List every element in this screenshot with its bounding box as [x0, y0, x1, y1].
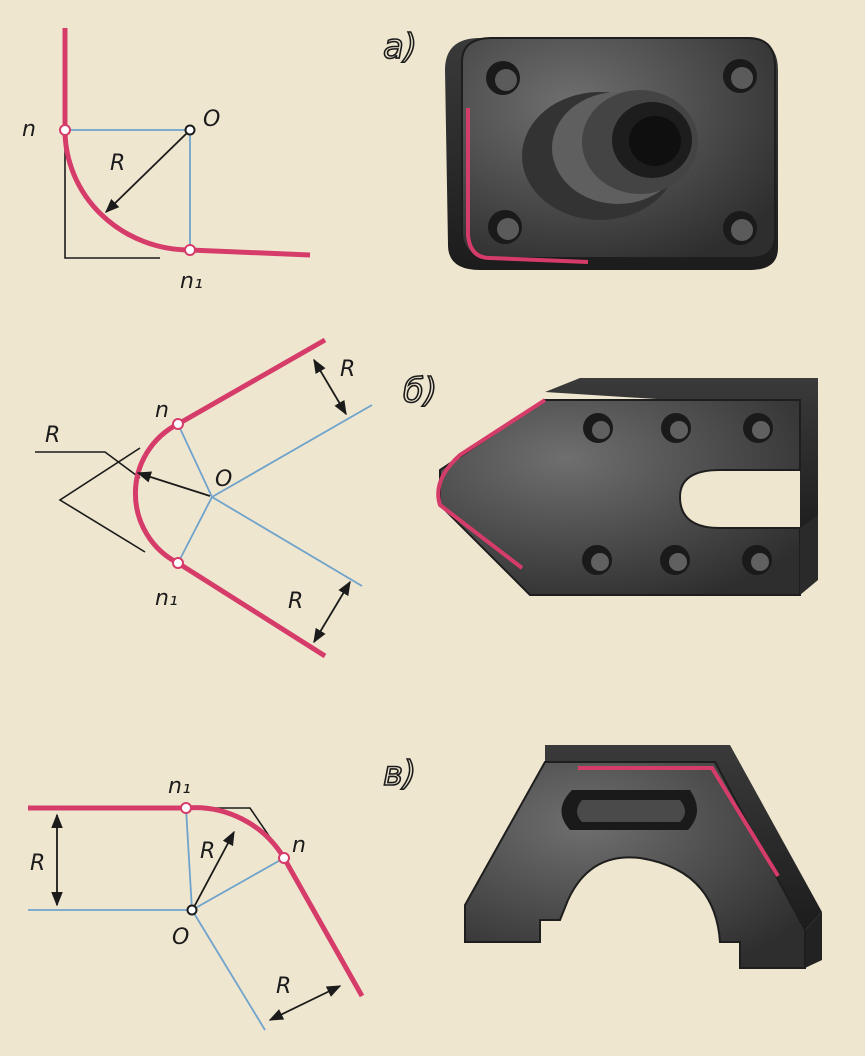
point-n-c: [278, 852, 290, 864]
part-illustration-a: [445, 37, 778, 270]
contour-b: [132, 337, 327, 659]
diagram-b: n n₁ O R R R: [35, 337, 373, 659]
label-n-b: n: [155, 398, 169, 423]
label-r-a: R: [110, 151, 125, 176]
label-n1-a: n₁: [180, 269, 203, 294]
label-n-a: n: [22, 117, 36, 142]
section-label-a: а): [383, 27, 417, 67]
label-r-lower-c: R: [276, 974, 291, 999]
label-r-left-c: R: [30, 851, 45, 876]
radius-arrow-c: [193, 830, 235, 908]
label-o-b: O: [215, 467, 232, 492]
label-n1-c: n₁: [168, 774, 191, 799]
panel-c: в) n₁ n O R R R: [28, 745, 822, 1031]
label-r-center-c: R: [200, 839, 215, 864]
label-n1-b: n₁: [155, 586, 178, 611]
radius-arrow-b: [136, 471, 211, 497]
part-illustration-c: [464, 745, 822, 969]
point-n-b: [172, 418, 184, 430]
part-contour-a: [466, 108, 589, 264]
panel-b: б) n n₁ O R R R: [35, 337, 818, 659]
part-illustration-b: [436, 378, 818, 596]
leader-r-b: [35, 451, 141, 479]
dim-arrow-upper-b: [313, 358, 347, 416]
dim-arrow-lower-b: [313, 580, 351, 644]
contour-a: [62, 28, 311, 258]
label-o-c: O: [172, 925, 189, 950]
point-n-a: [59, 124, 71, 136]
corner-lines-a: [64, 140, 160, 259]
point-n1-b: [172, 557, 184, 569]
angle-lines-b: [58, 447, 146, 553]
label-o-a: O: [203, 107, 220, 132]
dim-arrow-lower-c: [268, 985, 342, 1021]
label-r-lower-b: R: [288, 589, 303, 614]
label-r-upper-b: R: [340, 357, 355, 382]
point-o-a: [184, 124, 196, 136]
radius-arrow-a: [104, 131, 189, 214]
point-n1-a: [184, 244, 196, 256]
panel-a: а) n n₁ O R: [22, 26, 778, 294]
section-label-c: в): [383, 754, 416, 794]
diagram-a: n n₁ O R: [22, 28, 311, 294]
label-r-center-b: R: [45, 423, 60, 448]
contour-c: [28, 805, 365, 998]
section-label-b: б): [403, 371, 437, 411]
part-contour-c: [578, 766, 780, 878]
label-n-c: n: [292, 833, 306, 858]
part-contour-b: [436, 398, 547, 570]
point-n1-c: [180, 802, 192, 814]
diagram-c: n₁ n O R R R: [28, 774, 365, 1031]
point-o-c: [186, 904, 198, 916]
